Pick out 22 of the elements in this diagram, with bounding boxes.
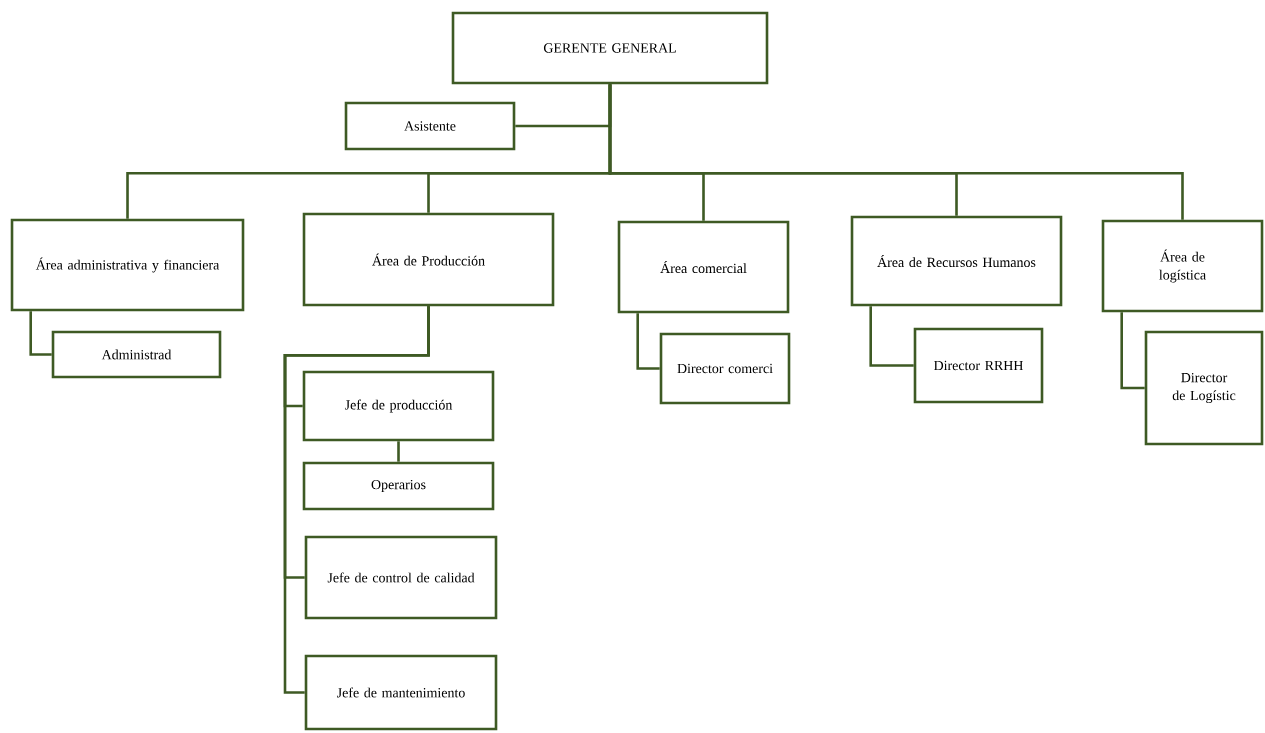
area-box: Área comercial <box>617 220 790 314</box>
manager-box: GERENTE GENERAL <box>451 11 769 85</box>
position-box: Director comerci <box>659 332 791 405</box>
position-box: Administrad <box>51 330 222 379</box>
connector-line <box>1120 312 1145 390</box>
position-box: Director RRHH <box>913 327 1044 404</box>
connector-line <box>397 441 400 462</box>
position-box: Jefe de control de calidad <box>304 535 498 620</box>
connector-line <box>608 84 1184 220</box>
position-box: Operarios <box>302 461 495 511</box>
area-box: Área de logística <box>1101 219 1264 313</box>
connector-line <box>636 313 660 370</box>
connector-line <box>29 311 52 356</box>
area-box: Área administrativa y financiera <box>10 218 245 312</box>
position-box: Jefe de mantenimiento <box>304 654 498 731</box>
position-box: Director de Logístic <box>1144 330 1264 446</box>
position-box: Jefe de producción <box>302 370 495 442</box>
assistant-box: Asistente <box>344 101 516 151</box>
area-box: Área de Recursos Humanos <box>850 215 1063 307</box>
connector-line <box>869 306 914 367</box>
connector-line <box>283 306 430 694</box>
area-box: Área de Producción <box>302 212 555 307</box>
